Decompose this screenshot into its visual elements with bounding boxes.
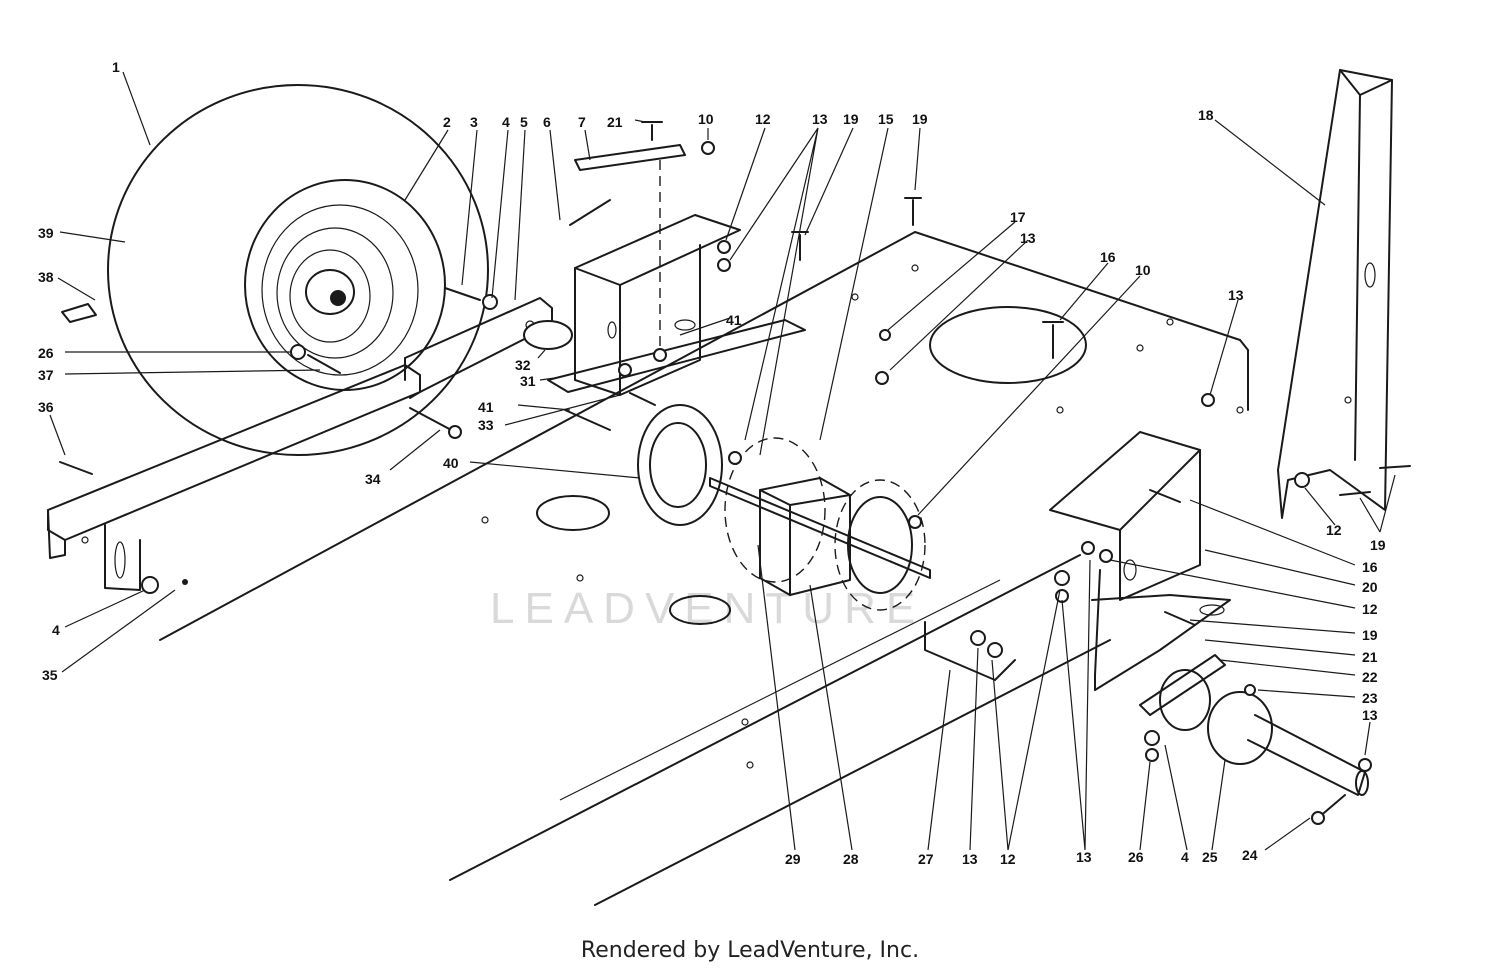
callout-19-shield: 19 (1370, 537, 1386, 553)
callout-23: 23 (1362, 690, 1378, 706)
callout-5: 5 (520, 114, 528, 130)
callout-36: 36 (38, 399, 54, 415)
callout-33: 33 (478, 417, 494, 433)
callout-2: 2 (443, 114, 451, 130)
callout-13-bottom-a: 13 (962, 851, 978, 867)
callout-25: 25 (1202, 849, 1218, 865)
rod-27 (924, 621, 1016, 681)
drive-components (637, 404, 931, 611)
callout-19-right: 19 (1362, 627, 1378, 643)
callout-15: 15 (878, 111, 894, 127)
callout-12-top: 12 (755, 111, 771, 127)
wheel-assembly (61, 84, 489, 456)
callout-13-right: 13 (1228, 287, 1244, 303)
callout-39: 39 (38, 225, 54, 241)
callout-16-right: 16 (1362, 559, 1378, 575)
callout-29: 29 (785, 851, 801, 867)
callout-20: 20 (1362, 579, 1378, 595)
callout-24: 24 (1242, 847, 1258, 863)
shaft-assembly (1139, 654, 1369, 825)
callout-12-shield: 12 (1326, 522, 1342, 538)
callout-12-bottom: 12 (1000, 851, 1016, 867)
callout-38: 38 (38, 269, 54, 285)
callout-26-bottom: 26 (1128, 849, 1144, 865)
callout-17: 17 (1010, 209, 1026, 225)
callout-19-top-b: 19 (912, 111, 928, 127)
callout-32: 32 (515, 357, 531, 373)
callout-13-mid: 13 (1020, 230, 1036, 246)
credit-line: Rendered by LeadVenture, Inc. (580, 938, 920, 963)
callout-labels: 1 2 3 4 5 6 7 21 10 12 13 19 15 19 18 39… (38, 59, 1386, 867)
callout-18: 18 (1198, 107, 1214, 123)
callout-27: 27 (918, 851, 934, 867)
leader-lines (49, 71, 1396, 851)
callout-37: 37 (38, 367, 54, 383)
callout-41-lower: 41 (478, 399, 494, 415)
callout-10-mid: 10 (1135, 262, 1151, 278)
callout-19-top-a: 19 (843, 111, 859, 127)
axle-bar (47, 297, 573, 591)
callout-13-top: 13 (812, 111, 828, 127)
callout-21-top: 21 (607, 114, 623, 130)
callout-10-top: 10 (698, 111, 714, 127)
callout-40: 40 (443, 455, 459, 471)
callout-13-bottom-b: 13 (1076, 849, 1092, 865)
callout-35: 35 (42, 667, 58, 683)
right-bracket (1049, 431, 1231, 691)
callout-3: 3 (470, 114, 478, 130)
callout-22: 22 (1362, 669, 1378, 685)
frame-plate (159, 231, 1249, 906)
callout-1: 1 (112, 59, 120, 75)
callout-4-left: 4 (52, 622, 60, 638)
callout-6: 6 (543, 114, 551, 130)
callout-7: 7 (578, 114, 586, 130)
hardware (59, 121, 1411, 772)
callout-4: 4 (502, 114, 510, 130)
callout-4-bottom: 4 (1181, 849, 1189, 865)
callout-28: 28 (843, 851, 859, 867)
callout-21-right: 21 (1362, 649, 1378, 665)
callout-31: 31 (520, 373, 536, 389)
callout-41-upper: 41 (726, 312, 742, 328)
side-shield (1277, 69, 1393, 519)
callout-34: 34 (365, 471, 381, 487)
callout-12-right: 12 (1362, 601, 1378, 617)
callout-13-far-right: 13 (1362, 707, 1378, 723)
watermark-text: LEADVENTURE (490, 584, 925, 633)
callout-26-left: 26 (38, 345, 54, 361)
callout-16-top: 16 (1100, 249, 1116, 265)
upper-bracket (547, 144, 806, 396)
